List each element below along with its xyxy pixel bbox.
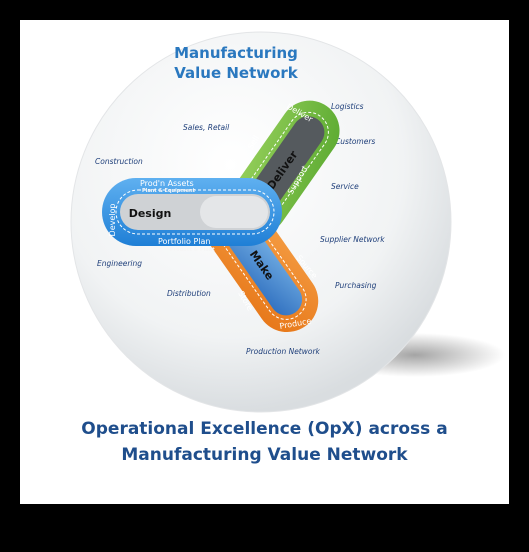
blue-sublabel-plant-equipment: Plant & Equipment xyxy=(142,188,196,194)
label-construction: Construction xyxy=(95,157,143,166)
label-logistics: Logistics xyxy=(331,102,364,111)
caption-line1: Operational Excellence (OpX) across a xyxy=(81,419,448,439)
blue-label-develop: Develop xyxy=(108,204,117,237)
blue-core-label: Design xyxy=(129,207,172,220)
label-purchasing: Purchasing xyxy=(335,281,377,290)
diagram-title-line1: Manufacturing xyxy=(174,44,298,62)
label-customers: Customers xyxy=(335,137,375,146)
diagram-title-line2: Value Network xyxy=(174,64,299,82)
label-service: Service xyxy=(331,182,359,191)
label-sales-retail: Sales, Retail xyxy=(183,123,230,132)
label-supplier-network: Supplier Network xyxy=(320,235,385,244)
blue-sublabel-product-plant: Product & Plant xyxy=(170,247,215,253)
figure-frame: Manufacturing Value Network Logistics Cu… xyxy=(20,20,509,504)
caption-line2: Manufacturing Value Network xyxy=(121,445,408,465)
blue-link xyxy=(102,178,282,246)
blue-label-prodn-assets: Prod'n Assets xyxy=(140,179,194,188)
label-distribution: Distribution xyxy=(167,289,211,298)
label-engineering: Engineering xyxy=(97,259,142,268)
blue-label-portfolio-plan: Portfolio Plan xyxy=(158,237,210,246)
value-network-diagram: Manufacturing Value Network Logistics Cu… xyxy=(70,31,505,413)
label-production-network: Production Network xyxy=(246,347,321,356)
